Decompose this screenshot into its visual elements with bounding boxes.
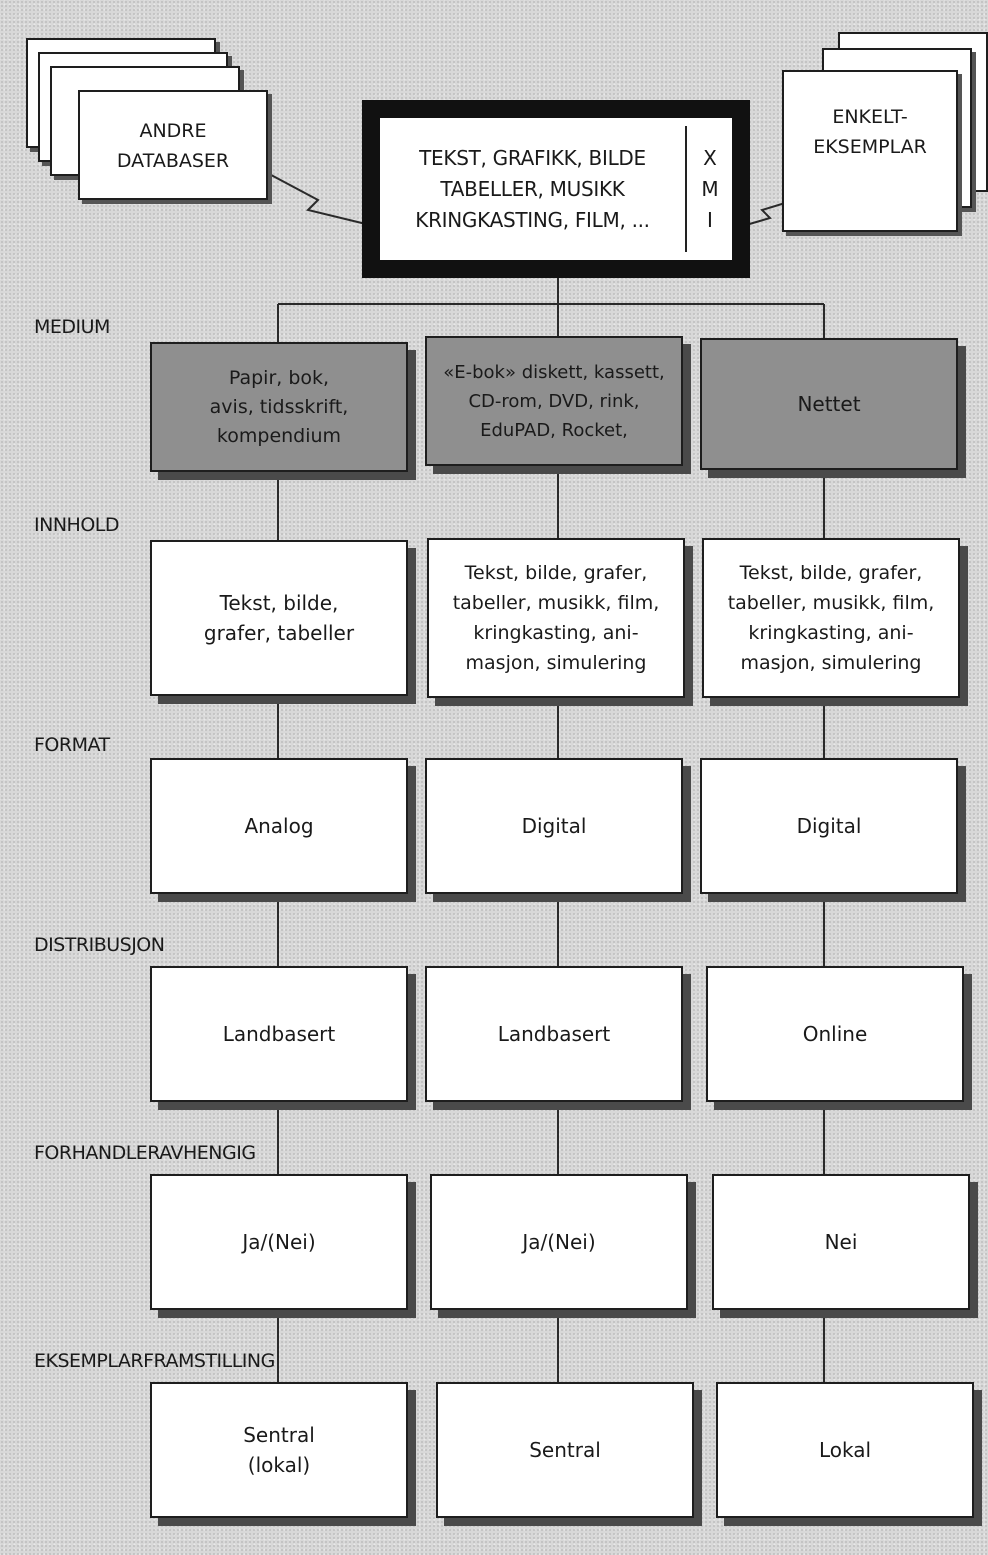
andre-databaser-label: ANDRE DATABASER	[116, 120, 230, 172]
row-label-format: FORMAT	[34, 734, 110, 756]
medium-cell-paper: Papir, bok, avis, tidsskrift, kompendium	[150, 342, 408, 472]
copy-production-cell-nettet: Lokal	[716, 1382, 974, 1518]
content-cell-nettet: Tekst, bilde, grafer, tabeller, musikk, …	[702, 538, 960, 698]
format-cell-analog: Analog	[150, 758, 408, 894]
content-cell-paper: Tekst, bilde, grafer, tabeller	[150, 540, 408, 696]
medium-cell-ebook: «E-bok» diskett, kassett, CD-rom, DVD, r…	[425, 336, 683, 466]
xmi-letter: I	[707, 207, 713, 232]
xmi-letter: X	[703, 145, 717, 170]
row-label-forhandleravhengig: FORHANDLERAVHENGIG	[34, 1142, 256, 1164]
database-stack-front	[78, 90, 268, 200]
xmi-label: X M I	[698, 118, 722, 260]
format-cell-digital-ebook: Digital	[425, 758, 683, 894]
dealer-cell-ebook: Ja/(Nei)	[430, 1174, 688, 1310]
dealer-cell-paper: Ja/(Nei)	[150, 1174, 408, 1310]
xmi-letter: M	[701, 176, 719, 201]
distribution-cell-ebook: Landbasert	[425, 966, 683, 1102]
row-label-medium: MEDIUM	[34, 316, 110, 338]
row-label-eksemplarframstilling: EKSEMPLARFRAMSTILLING	[34, 1350, 275, 1372]
format-cell-digital-nettet: Digital	[700, 758, 958, 894]
medium-cell-nettet: Nettet	[700, 338, 958, 470]
copy-production-cell-paper: Sentral (lokal)	[150, 1382, 408, 1518]
dealer-cell-nettet: Nei	[712, 1174, 970, 1310]
copy-production-cell-ebook: Sentral	[436, 1382, 694, 1518]
row-label-innhold: INNHOLD	[34, 514, 120, 536]
source-content-text: TEKST, GRAFIKK, BILDE TABELLER, MUSIKK K…	[415, 145, 650, 232]
distribution-cell-nettet: Online	[706, 966, 964, 1102]
source-divider	[685, 126, 687, 252]
enkelteksemplar-stack-front	[782, 70, 958, 232]
enkelteksemplar-label: ENKELT- EKSEMPLAR	[813, 106, 927, 158]
row-label-distribusjon: DISTRIBUSJON	[34, 934, 165, 956]
source-box: TEKST, GRAFIKK, BILDE TABELLER, MUSIKK K…	[362, 100, 750, 278]
distribution-cell-paper: Landbasert	[150, 966, 408, 1102]
lightning-left-connector	[257, 167, 371, 226]
content-cell-ebook: Tekst, bilde, grafer, tabeller, musikk, …	[427, 538, 685, 698]
